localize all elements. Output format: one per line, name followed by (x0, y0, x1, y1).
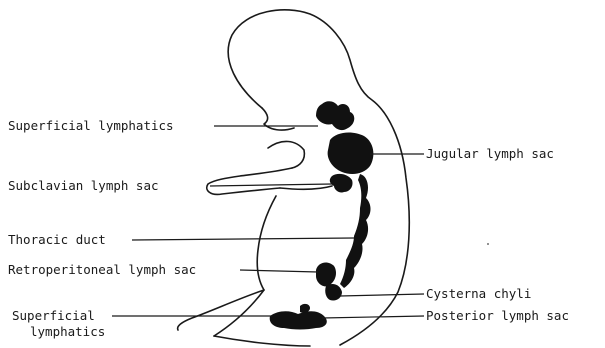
label-jugular-lymph-sac: Jugular lymph sac (426, 146, 554, 161)
label-subclavian-lymph-sac: Subclavian lymph sac (8, 178, 159, 193)
jugular-lymph-sac-shape (328, 133, 374, 174)
label-posterior-lymph-sac: Posterior lymph sac (426, 308, 569, 323)
leader-subclavian (210, 184, 332, 186)
labels: Superficial lymphatics Subclavian lymph … (8, 118, 569, 339)
cysterna-chyli-shape (325, 284, 342, 301)
leader-thoracic-duct (132, 238, 354, 240)
label-cysterna-chyli: Cysterna chyli (426, 286, 531, 301)
belly-outline (257, 196, 276, 290)
speck-mark (487, 243, 489, 245)
leader-cysterna-chyli (340, 294, 424, 296)
thigh-outline (214, 336, 310, 346)
label-superficial-lymphatics-bottom-line1: Superficial (12, 308, 95, 323)
upper-arm-outline (268, 141, 304, 168)
posterior-lymph-sac-shape (270, 311, 327, 329)
label-superficial-lymphatics-top: Superficial lymphatics (8, 118, 174, 133)
forearm-outline (207, 168, 292, 194)
label-superficial-lymphatics-bottom-line2: lymphatics (30, 324, 105, 339)
subclavian-lymph-sac-shape (330, 174, 353, 193)
label-thoracic-duct: Thoracic duct (8, 232, 106, 247)
face-outline (262, 108, 294, 130)
arm-lower-outline (280, 186, 332, 189)
leader-posterior (322, 316, 424, 318)
leg-outline (178, 290, 264, 336)
leader-lines (112, 126, 424, 318)
superficial-lymphatics-neck-shape (316, 101, 354, 130)
retroperitoneal-lymph-sac-shape (316, 263, 336, 287)
leader-retroperitoneal (240, 270, 318, 272)
label-retroperitoneal-lymph-sac: Retroperitoneal lymph sac (8, 262, 196, 277)
